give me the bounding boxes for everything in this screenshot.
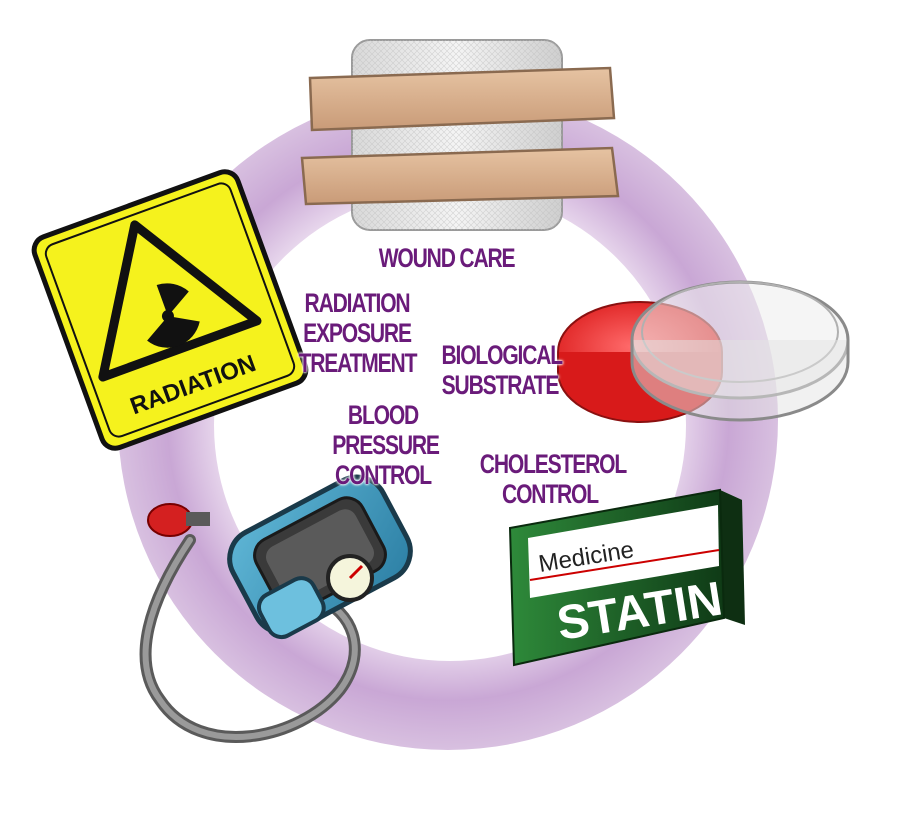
label-cholesterol-control: CHOLESTEROL CONTROL: [479, 449, 627, 509]
label-blood-pressure-control: BLOOD PRESSURE CONTROL: [332, 400, 440, 490]
radiation-sign-icon: RADIATION: [31, 169, 309, 451]
label-biological-substrate: BIOLOGICAL SUBSTRATE: [441, 340, 564, 400]
label-radiation-exposure-treatment: RADIATION EXPOSURE TREATMENT: [298, 288, 418, 378]
label-wound-care: WOUND CARE: [378, 243, 516, 273]
statin-box-icon: Medicine STATIN: [508, 488, 745, 667]
blood-pressure-cuff-icon: [139, 474, 413, 743]
bandage-icon: [300, 39, 620, 231]
petri-dish-icon: [557, 280, 850, 423]
